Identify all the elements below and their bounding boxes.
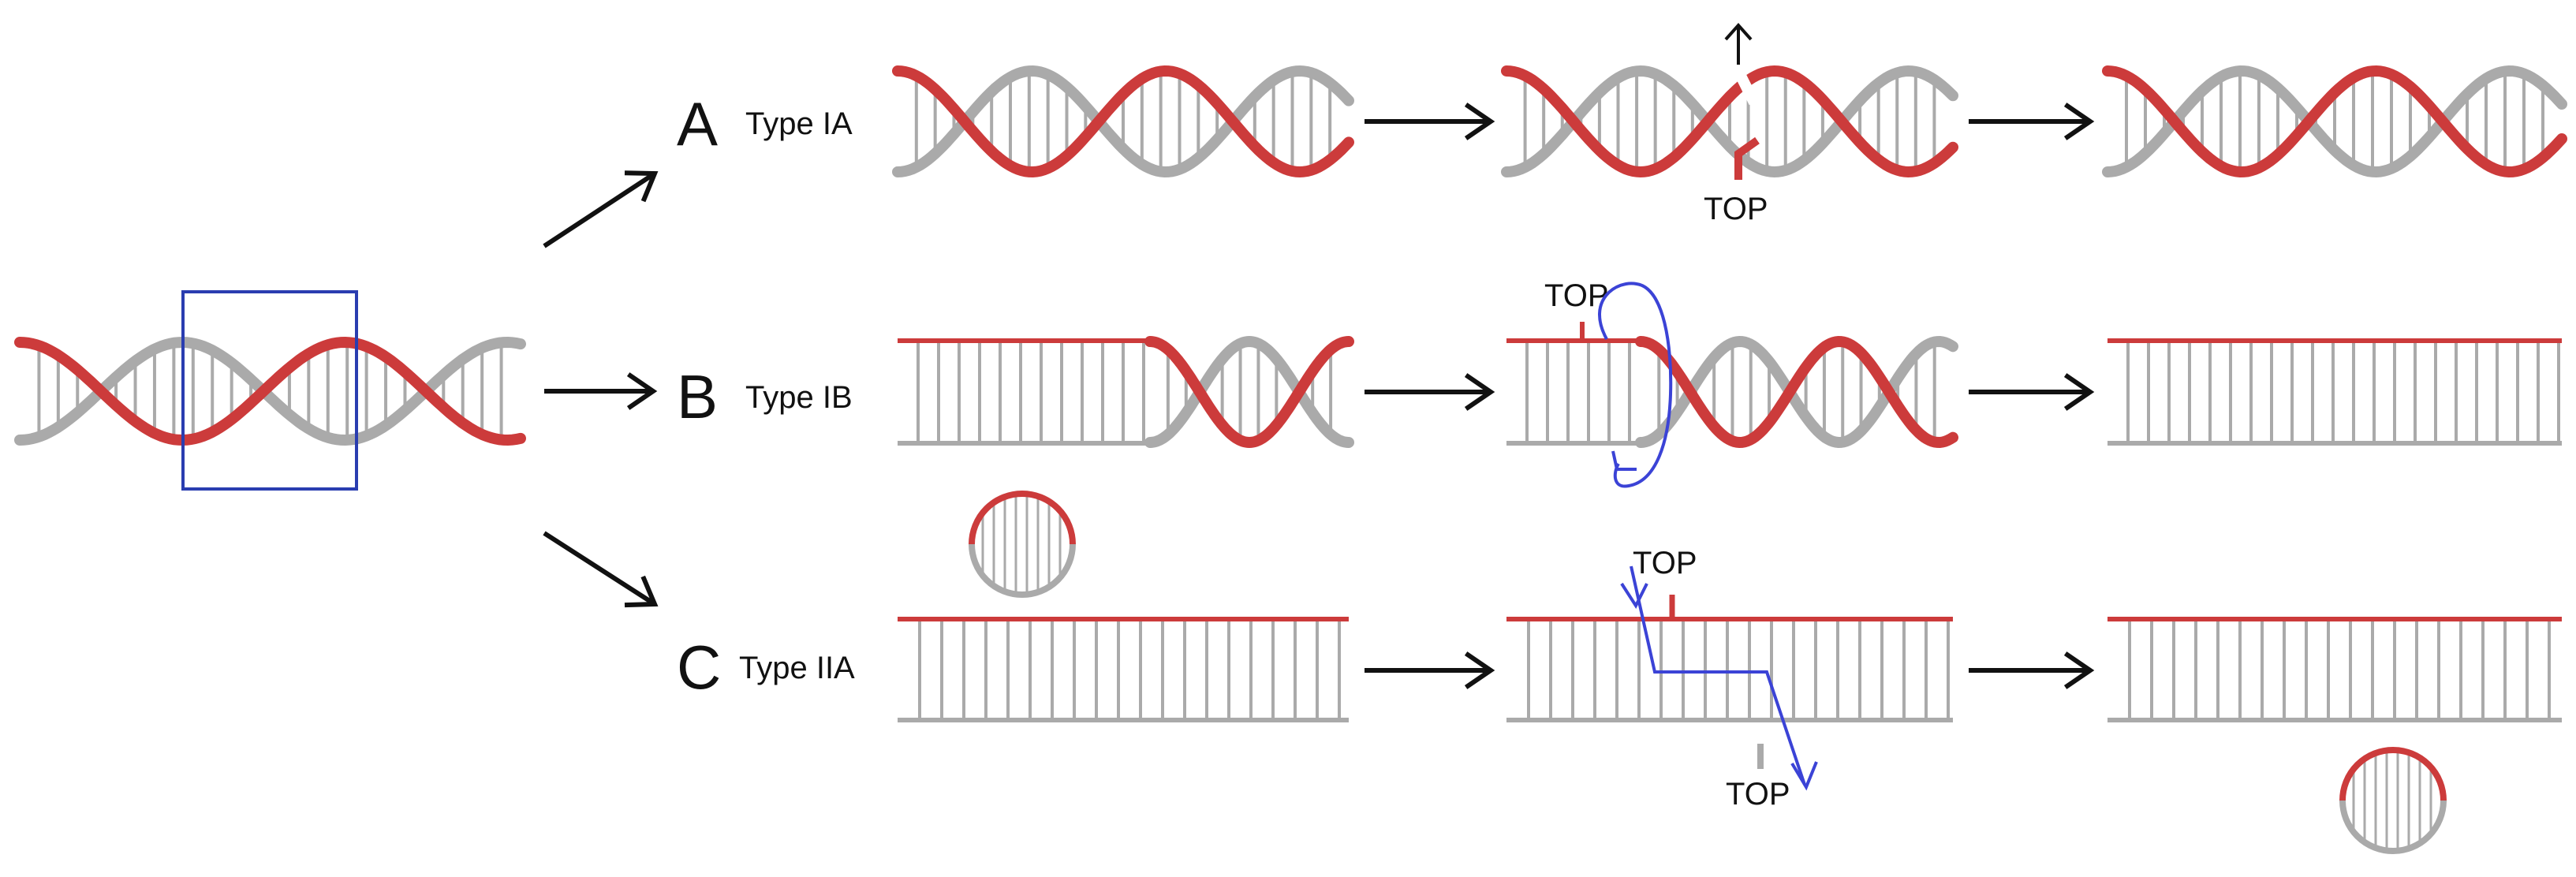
red-strand bbox=[2339, 747, 2447, 801]
branch-arrow-c bbox=[543, 531, 656, 606]
row-c-dna-end bbox=[2107, 617, 2562, 722]
branch-arrow-b-head bbox=[626, 372, 658, 410]
process-arrows bbox=[1365, 103, 2095, 689]
arrow-c1-head bbox=[1464, 651, 1495, 689]
row-c-type-label: Type IIA bbox=[739, 651, 855, 685]
row-a-up-arrowhead bbox=[1724, 22, 1753, 41]
row-a-letter: A bbox=[677, 89, 718, 159]
row-a-helix-cleaved bbox=[1501, 65, 1958, 178]
row-b-top-enzyme bbox=[1577, 322, 1585, 343]
row-c-passage-path bbox=[1630, 565, 1806, 786]
branch-arrow-a bbox=[543, 171, 656, 248]
arrow-c2-head bbox=[2063, 651, 2095, 689]
row-c-dna-circle-start bbox=[969, 491, 1076, 598]
grey-strand bbox=[2102, 65, 2567, 178]
red-strand bbox=[969, 491, 1076, 545]
row-b-dna-relaxed bbox=[2107, 338, 2562, 446]
branch-arrow-c-head bbox=[624, 575, 659, 608]
row-c-dna-start bbox=[898, 617, 1349, 722]
row-c-passage-arrowhead-lower bbox=[1790, 761, 1818, 791]
row-a-helix-start bbox=[892, 65, 1354, 178]
row-b-letter: B bbox=[677, 362, 718, 431]
highlight-box bbox=[181, 290, 358, 491]
grey-strand bbox=[892, 65, 1354, 178]
row-c-dna-circle-end bbox=[2339, 747, 2447, 854]
arrow-b1-head bbox=[1464, 373, 1495, 411]
row-c-letter: C bbox=[677, 633, 721, 702]
row-b-dna-start bbox=[898, 335, 1354, 449]
row-c-passage-arrowhead-upper bbox=[1620, 582, 1648, 610]
arrow-a1-head bbox=[1464, 103, 1495, 140]
red-strand bbox=[2102, 65, 2567, 178]
arrow-b2-head bbox=[2063, 373, 2095, 411]
red-strand bbox=[892, 65, 1354, 178]
row-c-dna-cleaved bbox=[1506, 595, 1953, 722]
row-c-top-label-lower: TOP bbox=[1726, 777, 1790, 812]
arrow-a2-head bbox=[2063, 103, 2095, 140]
red-strand bbox=[14, 336, 526, 446]
row-b-dna-cleaved bbox=[1506, 322, 1958, 449]
grey-strand bbox=[2339, 800, 2447, 854]
red-strand bbox=[1635, 335, 1958, 449]
branch-arrow-a-head bbox=[624, 170, 659, 203]
row-c-top-label-upper: TOP bbox=[1633, 546, 1697, 580]
row-b-rotation-arrowhead bbox=[1611, 450, 1637, 471]
source-dna-helix bbox=[14, 336, 526, 446]
row-b-top-label: TOP bbox=[1544, 278, 1609, 313]
row-a-helix-end bbox=[2102, 65, 2567, 178]
row-a-top-enzyme bbox=[1734, 136, 1760, 180]
grey-strand bbox=[1144, 335, 1354, 448]
grey-strand bbox=[969, 543, 1076, 598]
row-a-nick-cover bbox=[1725, 52, 1760, 106]
grey-strand bbox=[1501, 65, 1958, 178]
row-a-type-label: Type IA bbox=[745, 106, 853, 141]
row-b-rotation-arrow bbox=[1598, 282, 1673, 488]
row-a-top-label: TOP bbox=[1704, 192, 1768, 226]
row-b-type-label: Type IB bbox=[745, 380, 853, 415]
red-strand bbox=[1501, 65, 1958, 178]
red-strand bbox=[1144, 336, 1354, 449]
branch-arrows bbox=[543, 170, 659, 608]
